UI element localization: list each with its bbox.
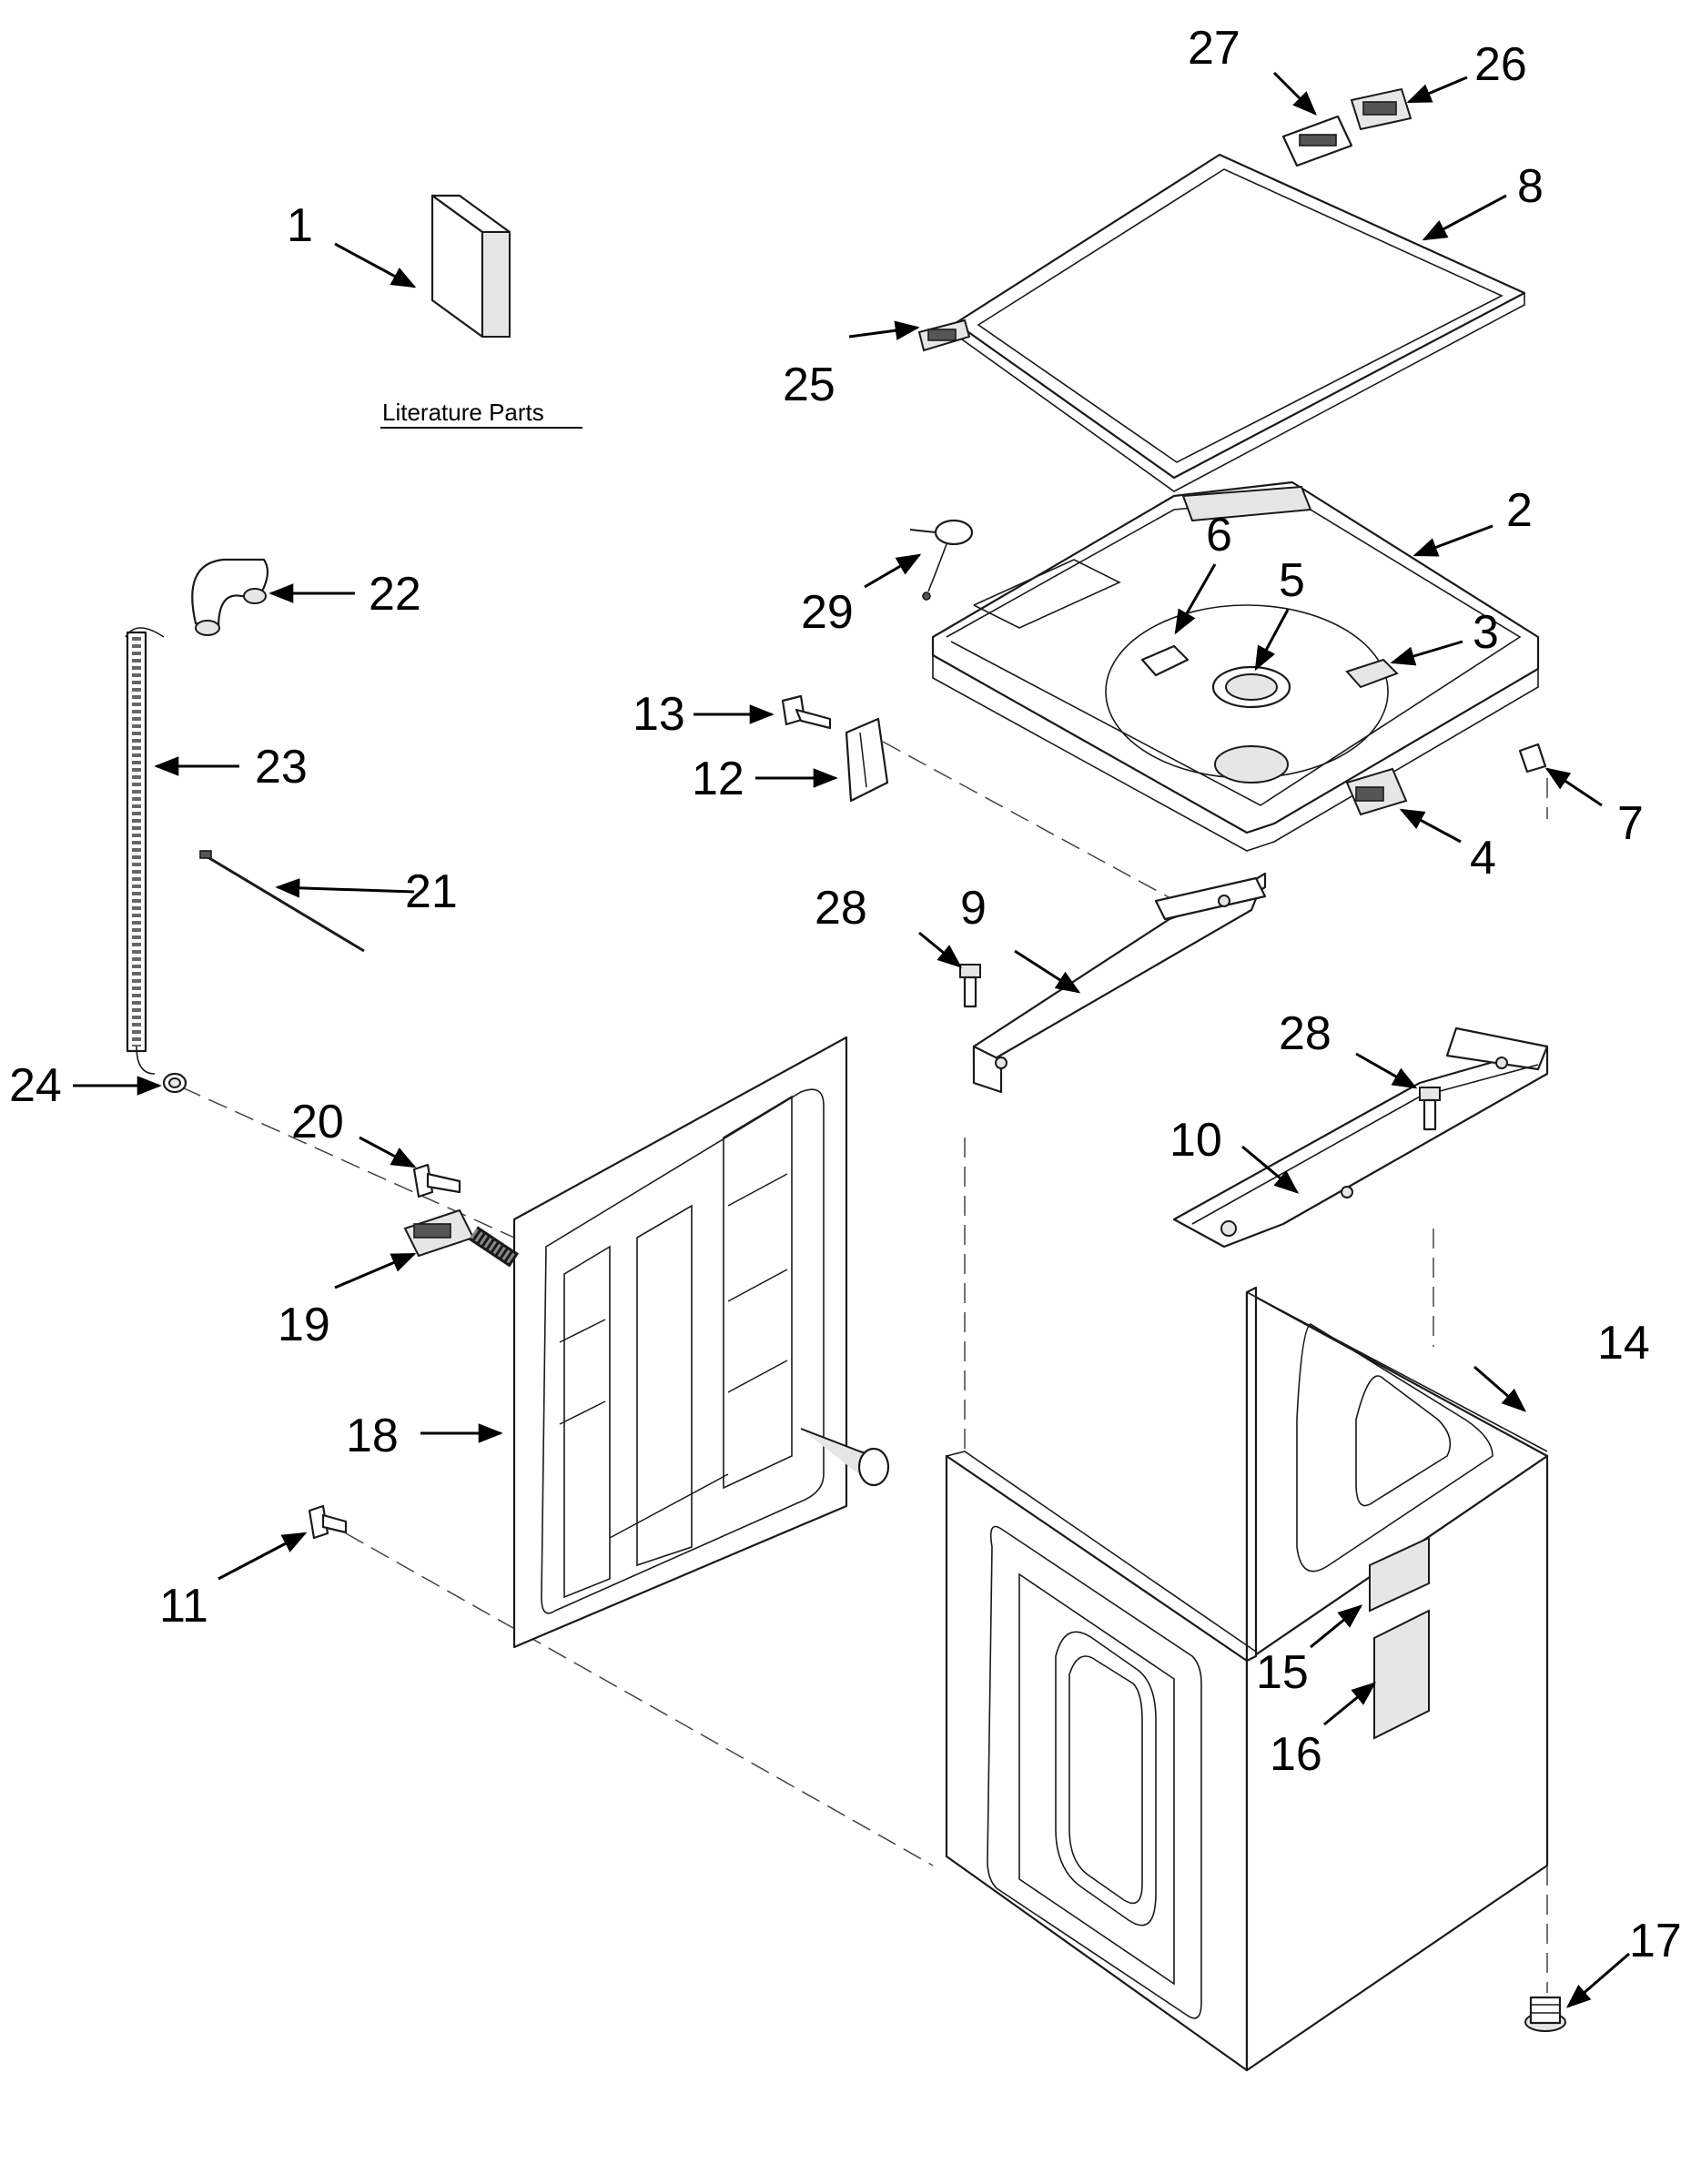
top-clip [1518,743,1547,774]
rear-panel [512,1036,890,1649]
callout-18: 18 [346,1410,399,1462]
callout-6: 6 [1206,509,1232,561]
callout-10: 10 [1169,1114,1222,1167]
callout-23: 23 [255,741,308,794]
callout-21: 21 [405,865,458,918]
callout-9: 9 [960,882,987,935]
leveling-leg [1524,1866,1566,2032]
brace-screw-right [1419,1087,1441,1131]
callout-20: 20 [291,1096,344,1148]
callout-19: 19 [278,1299,330,1351]
brace-screw-left [959,964,981,1008]
callout-29: 29 [801,586,854,639]
drain-hose [125,627,165,1075]
callout-16: 16 [1270,1728,1322,1781]
harness-sensor [909,519,974,601]
callout-17: 17 [1629,1915,1682,1967]
hose-clamp [162,1072,187,1094]
cabinet-brace-front [972,872,1267,1094]
lid-hinge-right [1350,87,1412,131]
callout-1: 1 [287,199,313,252]
callout-28-left: 28 [815,882,867,935]
callout-3: 3 [1473,606,1499,659]
callout-7: 7 [1617,797,1644,850]
callout-2: 2 [1506,484,1533,537]
cabinet-brace-rear [1172,1026,1549,1249]
callout-11: 11 [159,1580,208,1633]
callout-24: 24 [9,1059,62,1112]
callout-14: 14 [1597,1317,1650,1370]
callout-4: 4 [1470,832,1496,885]
bracket [845,717,889,803]
literature-parts: Literature Parts [380,194,582,429]
callout-15: 15 [1256,1646,1309,1699]
hose-clamp-strap [199,850,365,953]
callout-28-right: 28 [1279,1007,1331,1060]
top-panel [931,480,1540,852]
callout-numbers: 1 2 3 4 5 6 7 8 9 10 11 12 13 14 15 16 1… [9,22,1682,1967]
lid [954,153,1526,492]
callout-8: 8 [1517,160,1544,213]
callout-22: 22 [369,568,421,621]
callout-5: 5 [1279,554,1305,607]
callout-13: 13 [633,688,685,741]
bracket-screw [781,694,832,730]
lid-lock-actuator [1281,115,1353,167]
inlet-valve [403,1208,519,1268]
callout-27: 27 [1188,22,1240,75]
callout-arrows [73,71,1630,2008]
literature-parts-label: Literature Parts [382,399,544,426]
callout-12: 12 [692,753,744,805]
rear-panel-screw [308,1504,348,1540]
callout-26: 26 [1474,38,1527,91]
inlet-valve-screw [412,1163,461,1198]
lid-hinge-left [917,318,971,352]
hose-guide [191,558,269,636]
callout-25: 25 [783,359,835,411]
cabinet [945,1286,1549,2072]
lid-switch [1345,767,1408,816]
